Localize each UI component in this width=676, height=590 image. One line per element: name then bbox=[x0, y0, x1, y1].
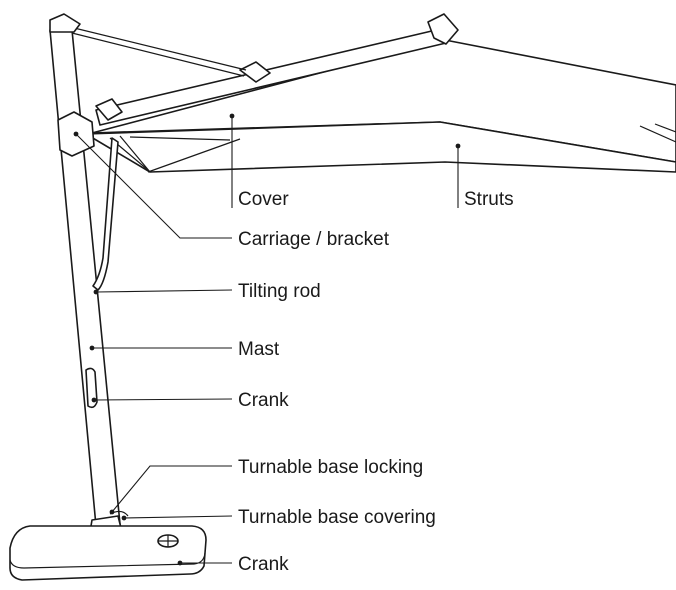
label-mast: Mast bbox=[238, 339, 280, 360]
label-cover: Cover bbox=[238, 189, 289, 210]
label-turnable-base-covering: Turnable base covering bbox=[238, 507, 436, 528]
label-carriage-bracket: Carriage / bracket bbox=[238, 229, 390, 250]
turnable-base-shape bbox=[9, 510, 207, 581]
tilting-rod-shape bbox=[92, 137, 119, 291]
crank-handle-shape bbox=[85, 367, 98, 409]
stay-cable bbox=[65, 25, 247, 77]
leaders bbox=[73, 113, 461, 566]
label-struts: Struts bbox=[464, 189, 514, 210]
label-crank-upper: Crank bbox=[238, 390, 289, 411]
canopy-front-edge bbox=[119, 135, 151, 173]
arm-mid-joint bbox=[239, 61, 271, 83]
arm-end-cap bbox=[427, 13, 459, 45]
base-slab-edge bbox=[9, 552, 206, 569]
mast-shape bbox=[49, 13, 121, 527]
arm bbox=[95, 13, 459, 126]
label-crank-lower: Crank bbox=[238, 554, 289, 575]
arm-connector bbox=[95, 98, 123, 121]
base-slab-top bbox=[9, 525, 207, 581]
label-tilting-rod: Tilting rod bbox=[238, 281, 321, 302]
mast-top-cap bbox=[49, 13, 81, 33]
base-handle-icon bbox=[157, 534, 179, 548]
label-turnable-base-locking: Turnable base locking bbox=[238, 457, 423, 478]
canopy-right-ribs bbox=[639, 123, 676, 143]
labels: Cover Struts Carriage / bracket Tilting … bbox=[238, 189, 514, 575]
